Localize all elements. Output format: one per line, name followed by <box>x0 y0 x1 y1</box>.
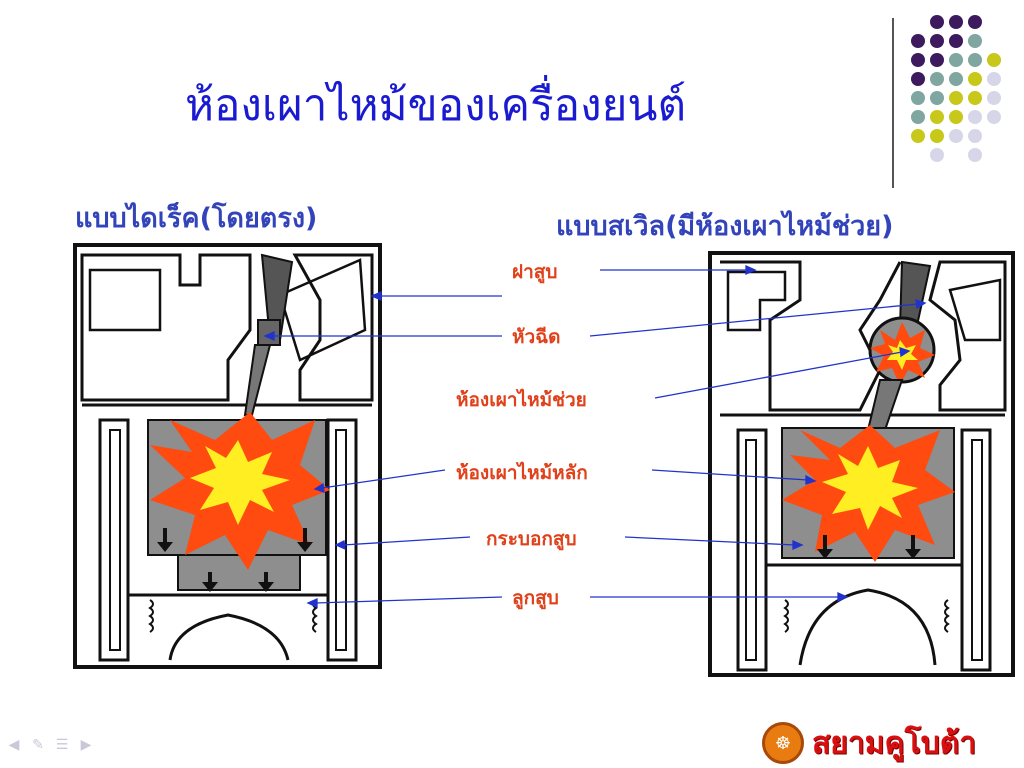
label-main-chamber: ห้องเผาไหม้หลัก <box>456 462 588 484</box>
logo-text: สยามคูโบต้า <box>812 725 977 761</box>
label-pre-chamber: ห้องเผาไหม้ช่วย <box>456 389 587 411</box>
decorative-dot <box>949 91 963 105</box>
decorative-dot <box>930 91 944 105</box>
decorative-dot <box>949 110 963 124</box>
decorative-dot <box>949 34 963 48</box>
decorative-dot <box>968 15 982 29</box>
decorative-dot <box>987 53 1001 67</box>
decorative-dot <box>911 72 925 86</box>
decorative-dot <box>911 91 925 105</box>
decorative-dot <box>949 53 963 67</box>
decorative-dot <box>987 110 1001 124</box>
company-logo: ☸ สยามคูโบต้า <box>762 720 976 766</box>
arrow-left-icon[interactable]: ◀ <box>8 737 20 753</box>
decorative-dot-grid <box>911 15 1001 162</box>
decorative-dot <box>968 110 982 124</box>
decorative-dot <box>968 34 982 48</box>
decorative-dot <box>930 53 944 67</box>
pen-icon[interactable]: ✎ <box>32 737 44 753</box>
decorative-dot <box>949 15 963 29</box>
slide-navigation: ◀ ✎ ☰ ▶ <box>6 738 94 752</box>
swirl-chamber-heading: แบบสเวิล(มีห้องเผาไหม้ช่วย) <box>556 211 894 242</box>
menu-icon[interactable]: ☰ <box>55 737 69 753</box>
decorative-dot <box>949 129 963 143</box>
decorative-dot <box>949 72 963 86</box>
decorative-dot <box>968 53 982 67</box>
decorative-dot <box>930 110 944 124</box>
decorative-dot <box>930 129 944 143</box>
label-piston: ลูกสูบ <box>512 587 559 609</box>
direct-injection-diagram <box>73 243 382 669</box>
decorative-dot <box>987 91 1001 105</box>
decorative-dot <box>911 110 925 124</box>
decorative-dot <box>911 53 925 67</box>
decorative-dot <box>911 129 925 143</box>
decorative-dot <box>930 15 944 29</box>
arrow-right-icon[interactable]: ▶ <box>80 737 92 753</box>
decorative-dot <box>968 72 982 86</box>
decorative-dot <box>930 72 944 86</box>
leader-lines <box>263 264 927 609</box>
label-cylinder-head: ฝาสูบ <box>512 261 558 283</box>
label-cylinder: กระบอกสูบ <box>486 528 577 550</box>
decorative-dot <box>987 72 1001 86</box>
decorative-divider <box>892 18 894 188</box>
label-injector: หัวฉีด <box>512 326 561 348</box>
direct-injection-heading: แบบไดเร็ค(โดยตรง) <box>75 203 318 234</box>
swirl-chamber-diagram <box>708 251 1015 677</box>
decorative-dot <box>968 129 982 143</box>
decorative-dot <box>930 34 944 48</box>
decorative-dot <box>930 148 944 162</box>
decorative-dot <box>968 91 982 105</box>
decorative-dot <box>968 148 982 162</box>
decorative-dot <box>911 34 925 48</box>
elephant-logo-icon: ☸ <box>762 722 804 764</box>
slide-title: ห้องเผาไหม้ของเครื่องยนต์ <box>185 80 687 131</box>
